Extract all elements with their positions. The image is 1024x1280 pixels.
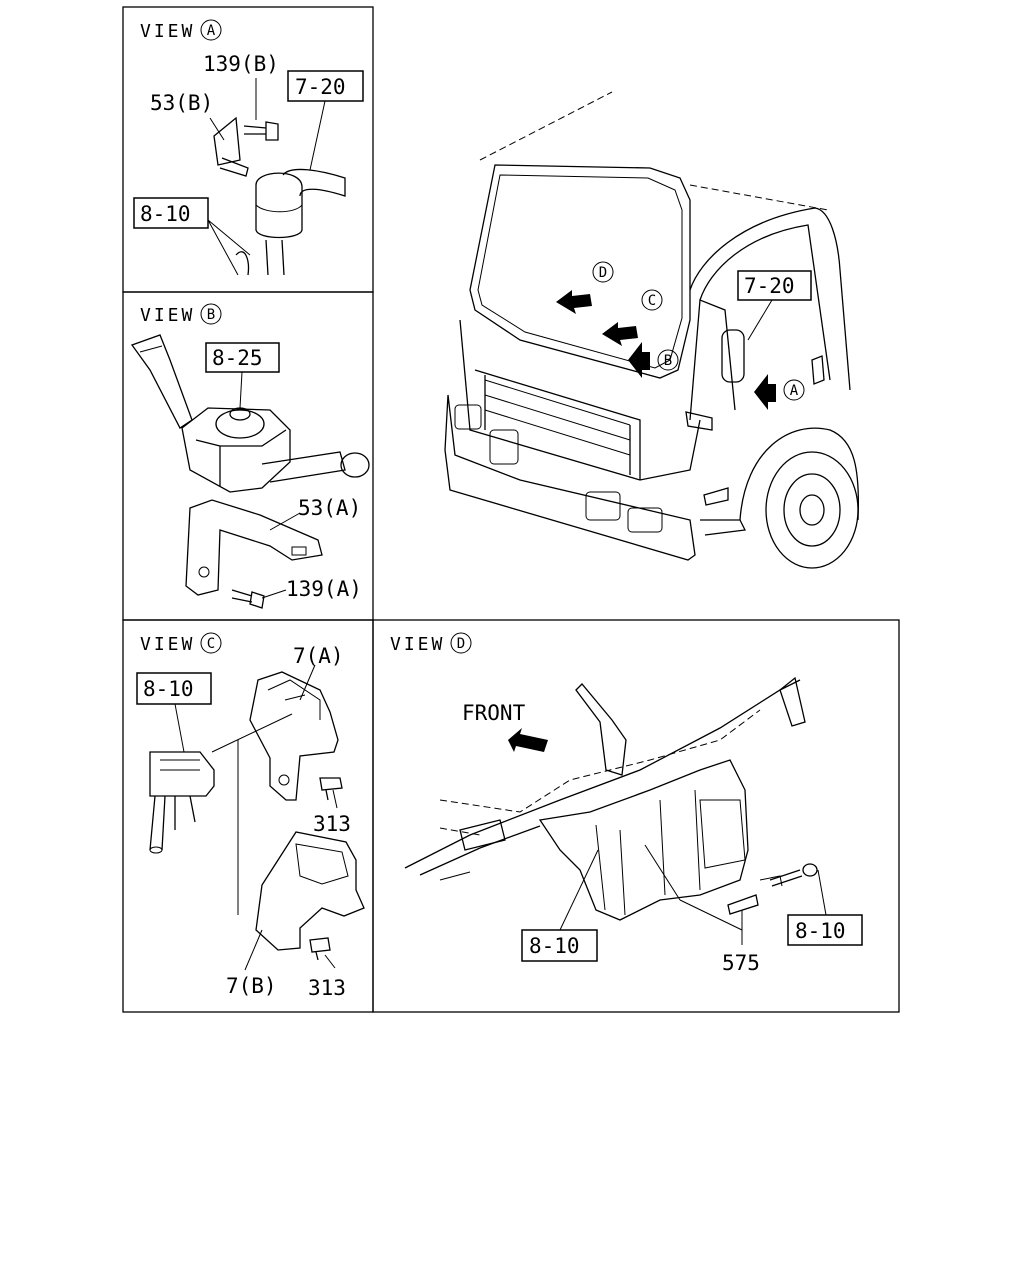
ref-box-8-25 [205, 342, 280, 373]
panel-frames [122, 6, 900, 1013]
view-d-drawing [404, 676, 827, 945]
front-label: FRONT [462, 701, 526, 725]
arrow-c-circle [641, 289, 663, 311]
view-d-panel: VIEW D FRONT 8-10 575 8-10 [390, 632, 863, 975]
view-a-arrow [754, 374, 776, 410]
view-a-title: VIEW [140, 21, 195, 42]
arrow-b-circle [657, 349, 679, 371]
ref-8-10-view-c: 8-10 [143, 677, 194, 701]
ref-7-20-view-a: 7-20 [295, 75, 346, 99]
view-d-arrow [556, 290, 592, 314]
view-d-title: VIEW [390, 634, 445, 655]
label-313-bottom: 313 [308, 976, 346, 1000]
view-c-circle [200, 632, 222, 654]
ref-box-7-20-cab [737, 270, 812, 301]
view-d-letter: D [457, 636, 465, 652]
arrow-c-letter: C [648, 293, 656, 309]
label-7a: 7(A) [293, 644, 344, 668]
view-b-arrow [628, 342, 650, 378]
label-53b: 53(B) [150, 91, 213, 115]
ref-8-10-view-d-left: 8-10 [529, 934, 580, 958]
view-b-drawing [130, 334, 370, 609]
arrow-b-letter: B [664, 353, 672, 369]
ref-7-20-cab: 7-20 [744, 274, 795, 298]
view-c-title: VIEW [140, 634, 195, 655]
arrow-a-letter: A [790, 383, 799, 399]
ref-8-10-view-d-right: 8-10 [795, 919, 846, 943]
cab-overview: 7-20 [444, 91, 860, 569]
label-313-top: 313 [313, 812, 351, 836]
ref-box-8-10-view-c [136, 672, 212, 705]
ref-box-8-10-view-d-left [521, 929, 598, 962]
arrow-d-letter: D [599, 265, 607, 281]
label-575: 575 [722, 951, 760, 975]
view-c-arrow [602, 322, 638, 346]
cab-view-arrows: D C B A [556, 261, 805, 410]
view-a-panel: VIEW A 139(B) 53(B) 7-20 8-10 [133, 19, 364, 276]
arrow-d-circle [592, 261, 614, 283]
view-c-letter: C [207, 636, 215, 652]
view-b-title: VIEW [140, 305, 195, 326]
front-arrow [508, 728, 548, 752]
cab-outline [444, 91, 860, 569]
ref-8-25: 8-25 [212, 346, 263, 370]
view-b-panel: VIEW B 8-25 53(A) 139(A) [130, 303, 370, 609]
view-d-circle [450, 632, 472, 654]
arrow-a-circle [783, 379, 805, 401]
view-b-circle [200, 303, 222, 325]
view-c-drawing [149, 664, 365, 971]
view-b-letter: B [207, 307, 215, 323]
view-a-drawing [207, 78, 346, 276]
label-139a: 139(A) [286, 577, 362, 601]
ref-8-10-view-a: 8-10 [140, 202, 191, 226]
view-c-panel: VIEW C 8-10 7(A) 313 313 7(B) [136, 632, 365, 1000]
label-53a: 53(A) [298, 496, 361, 520]
ref-box-8-10-view-a [133, 197, 209, 229]
view-a-circle [200, 19, 222, 41]
label-139b: 139(B) [203, 52, 279, 76]
ref-box-7-20-view-a [287, 70, 364, 102]
ref-box-8-10-view-d-right [787, 914, 863, 946]
view-a-letter: A [207, 23, 216, 39]
label-7b: 7(B) [226, 974, 277, 998]
